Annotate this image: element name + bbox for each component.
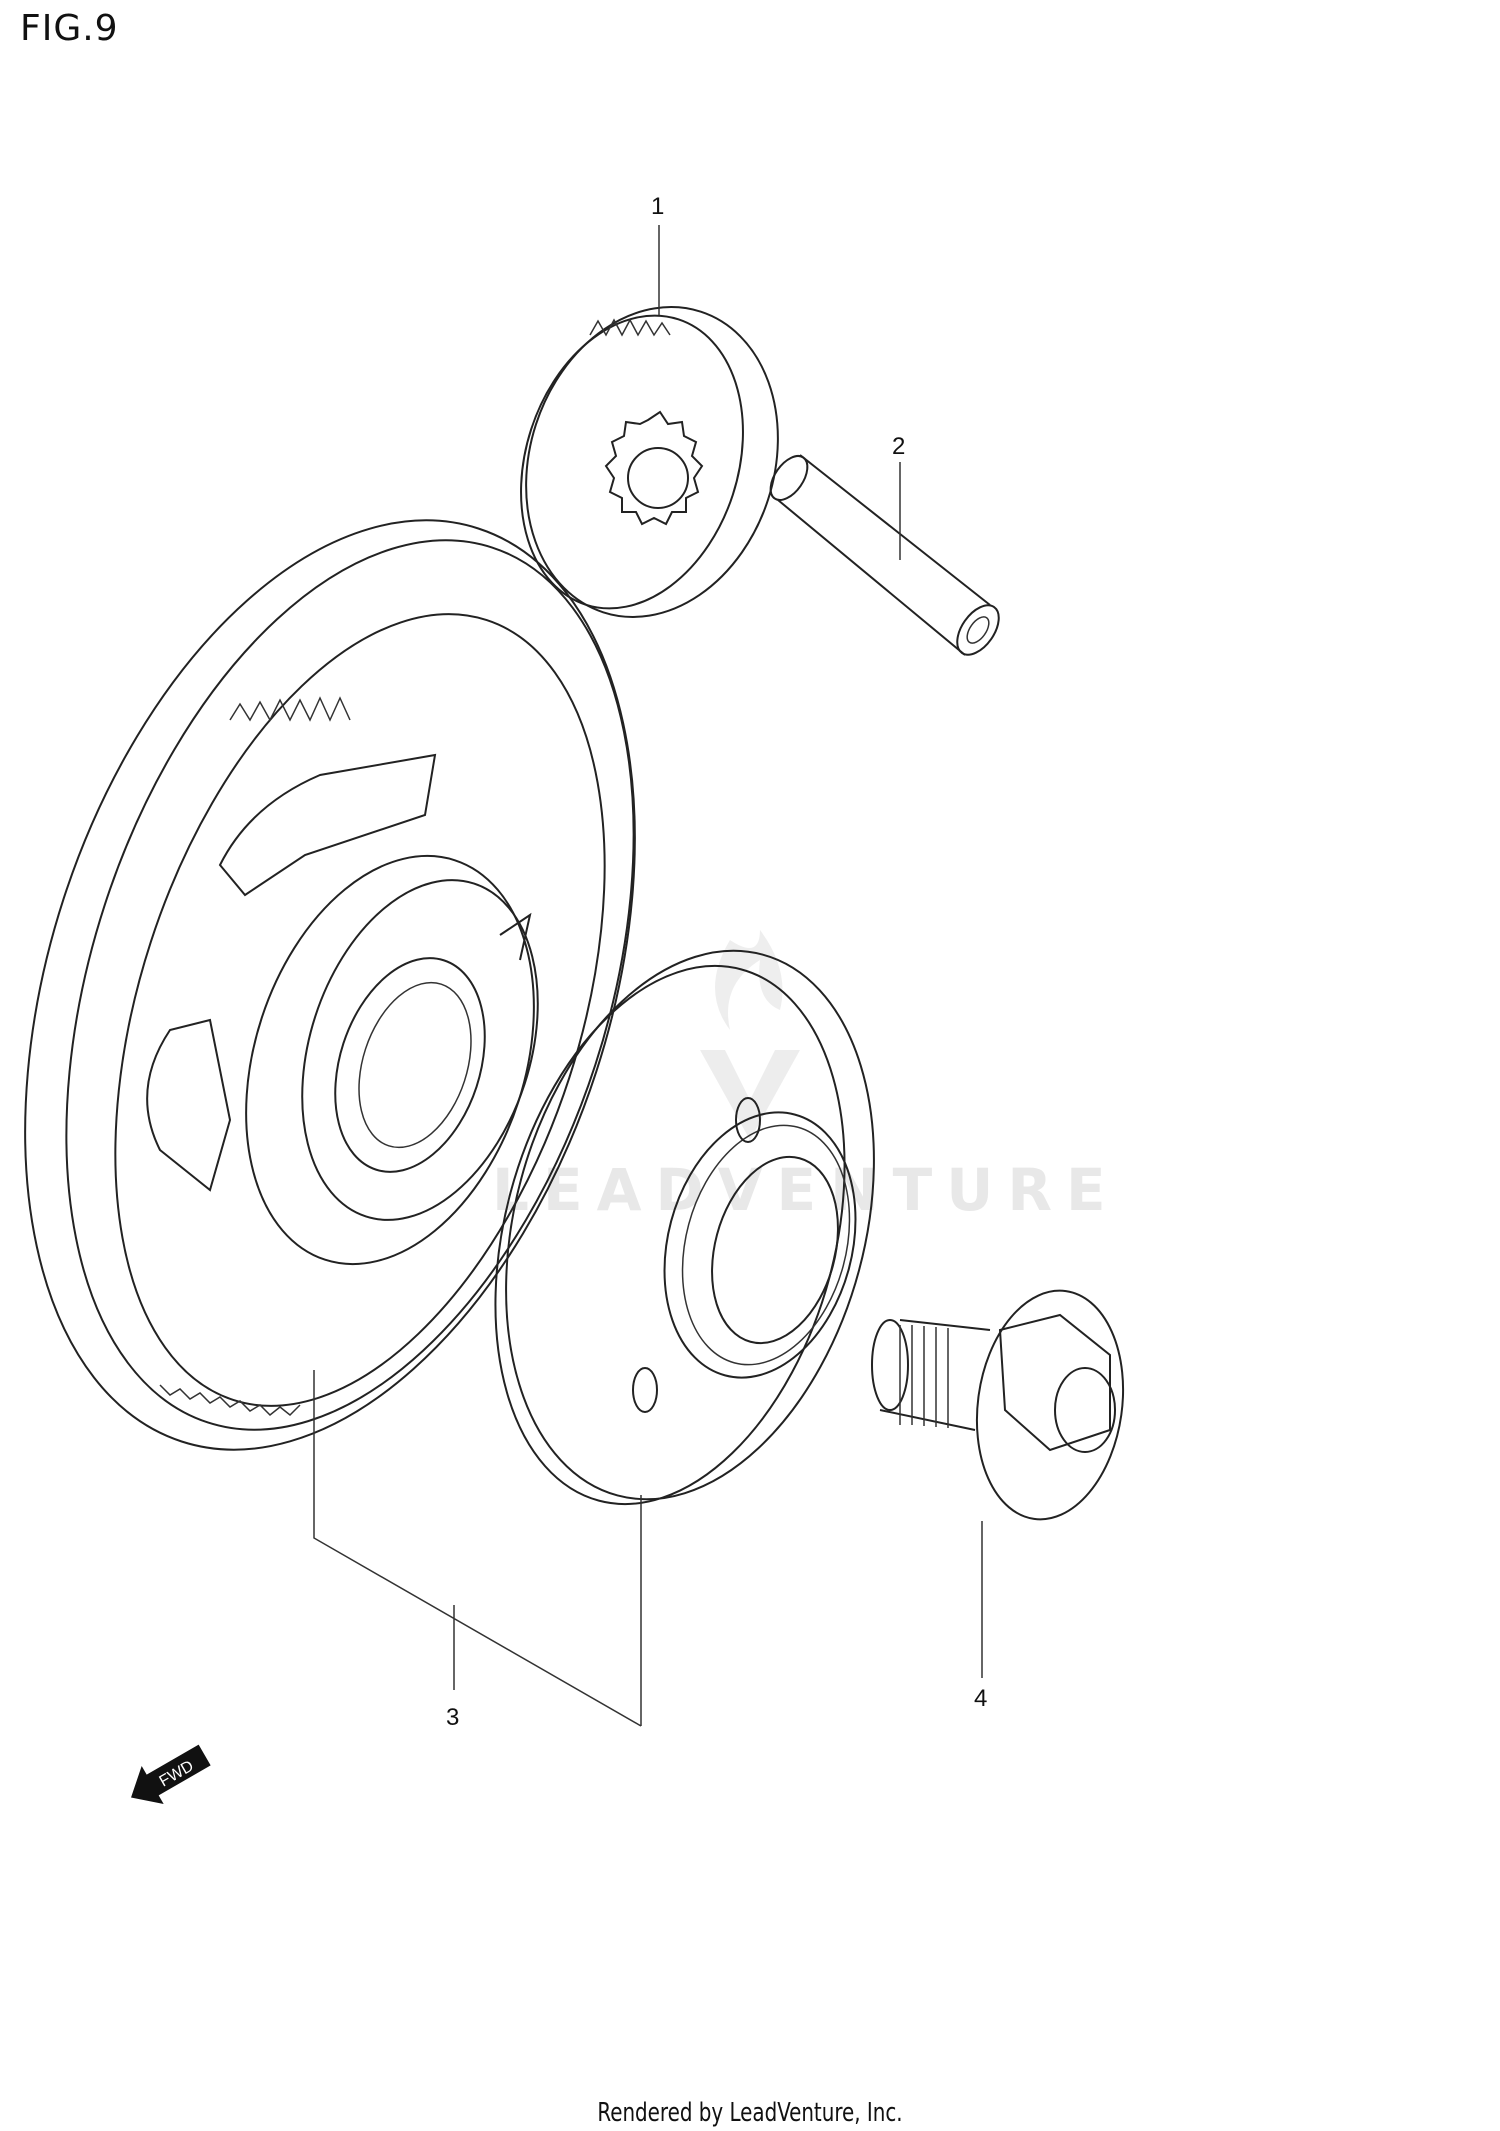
callout-4[interactable]: 4 xyxy=(974,1685,987,1712)
part-4-bolt[interactable] xyxy=(871,1281,1137,1529)
fwd-arrow-icon: FWD xyxy=(131,1744,211,1805)
watermark-logo: LEADVENTURE xyxy=(492,930,1120,1224)
part-2-shaft[interactable] xyxy=(763,449,1007,662)
footer-credit: Rendered by LeadVenture, Inc. xyxy=(597,2098,903,2128)
part-3-starter-clutch-gear[interactable] xyxy=(0,442,932,1543)
watermark-text: LEADVENTURE xyxy=(492,1156,1120,1224)
pinion-teeth xyxy=(604,410,704,526)
callout-1[interactable]: 1 xyxy=(651,193,664,220)
leader-lines xyxy=(313,225,983,1727)
part-1-idle-gear[interactable] xyxy=(485,274,817,650)
figure-title: FIG.9 xyxy=(20,8,119,49)
callout-3[interactable]: 3 xyxy=(446,1704,459,1731)
callout-2[interactable]: 2 xyxy=(892,433,905,460)
